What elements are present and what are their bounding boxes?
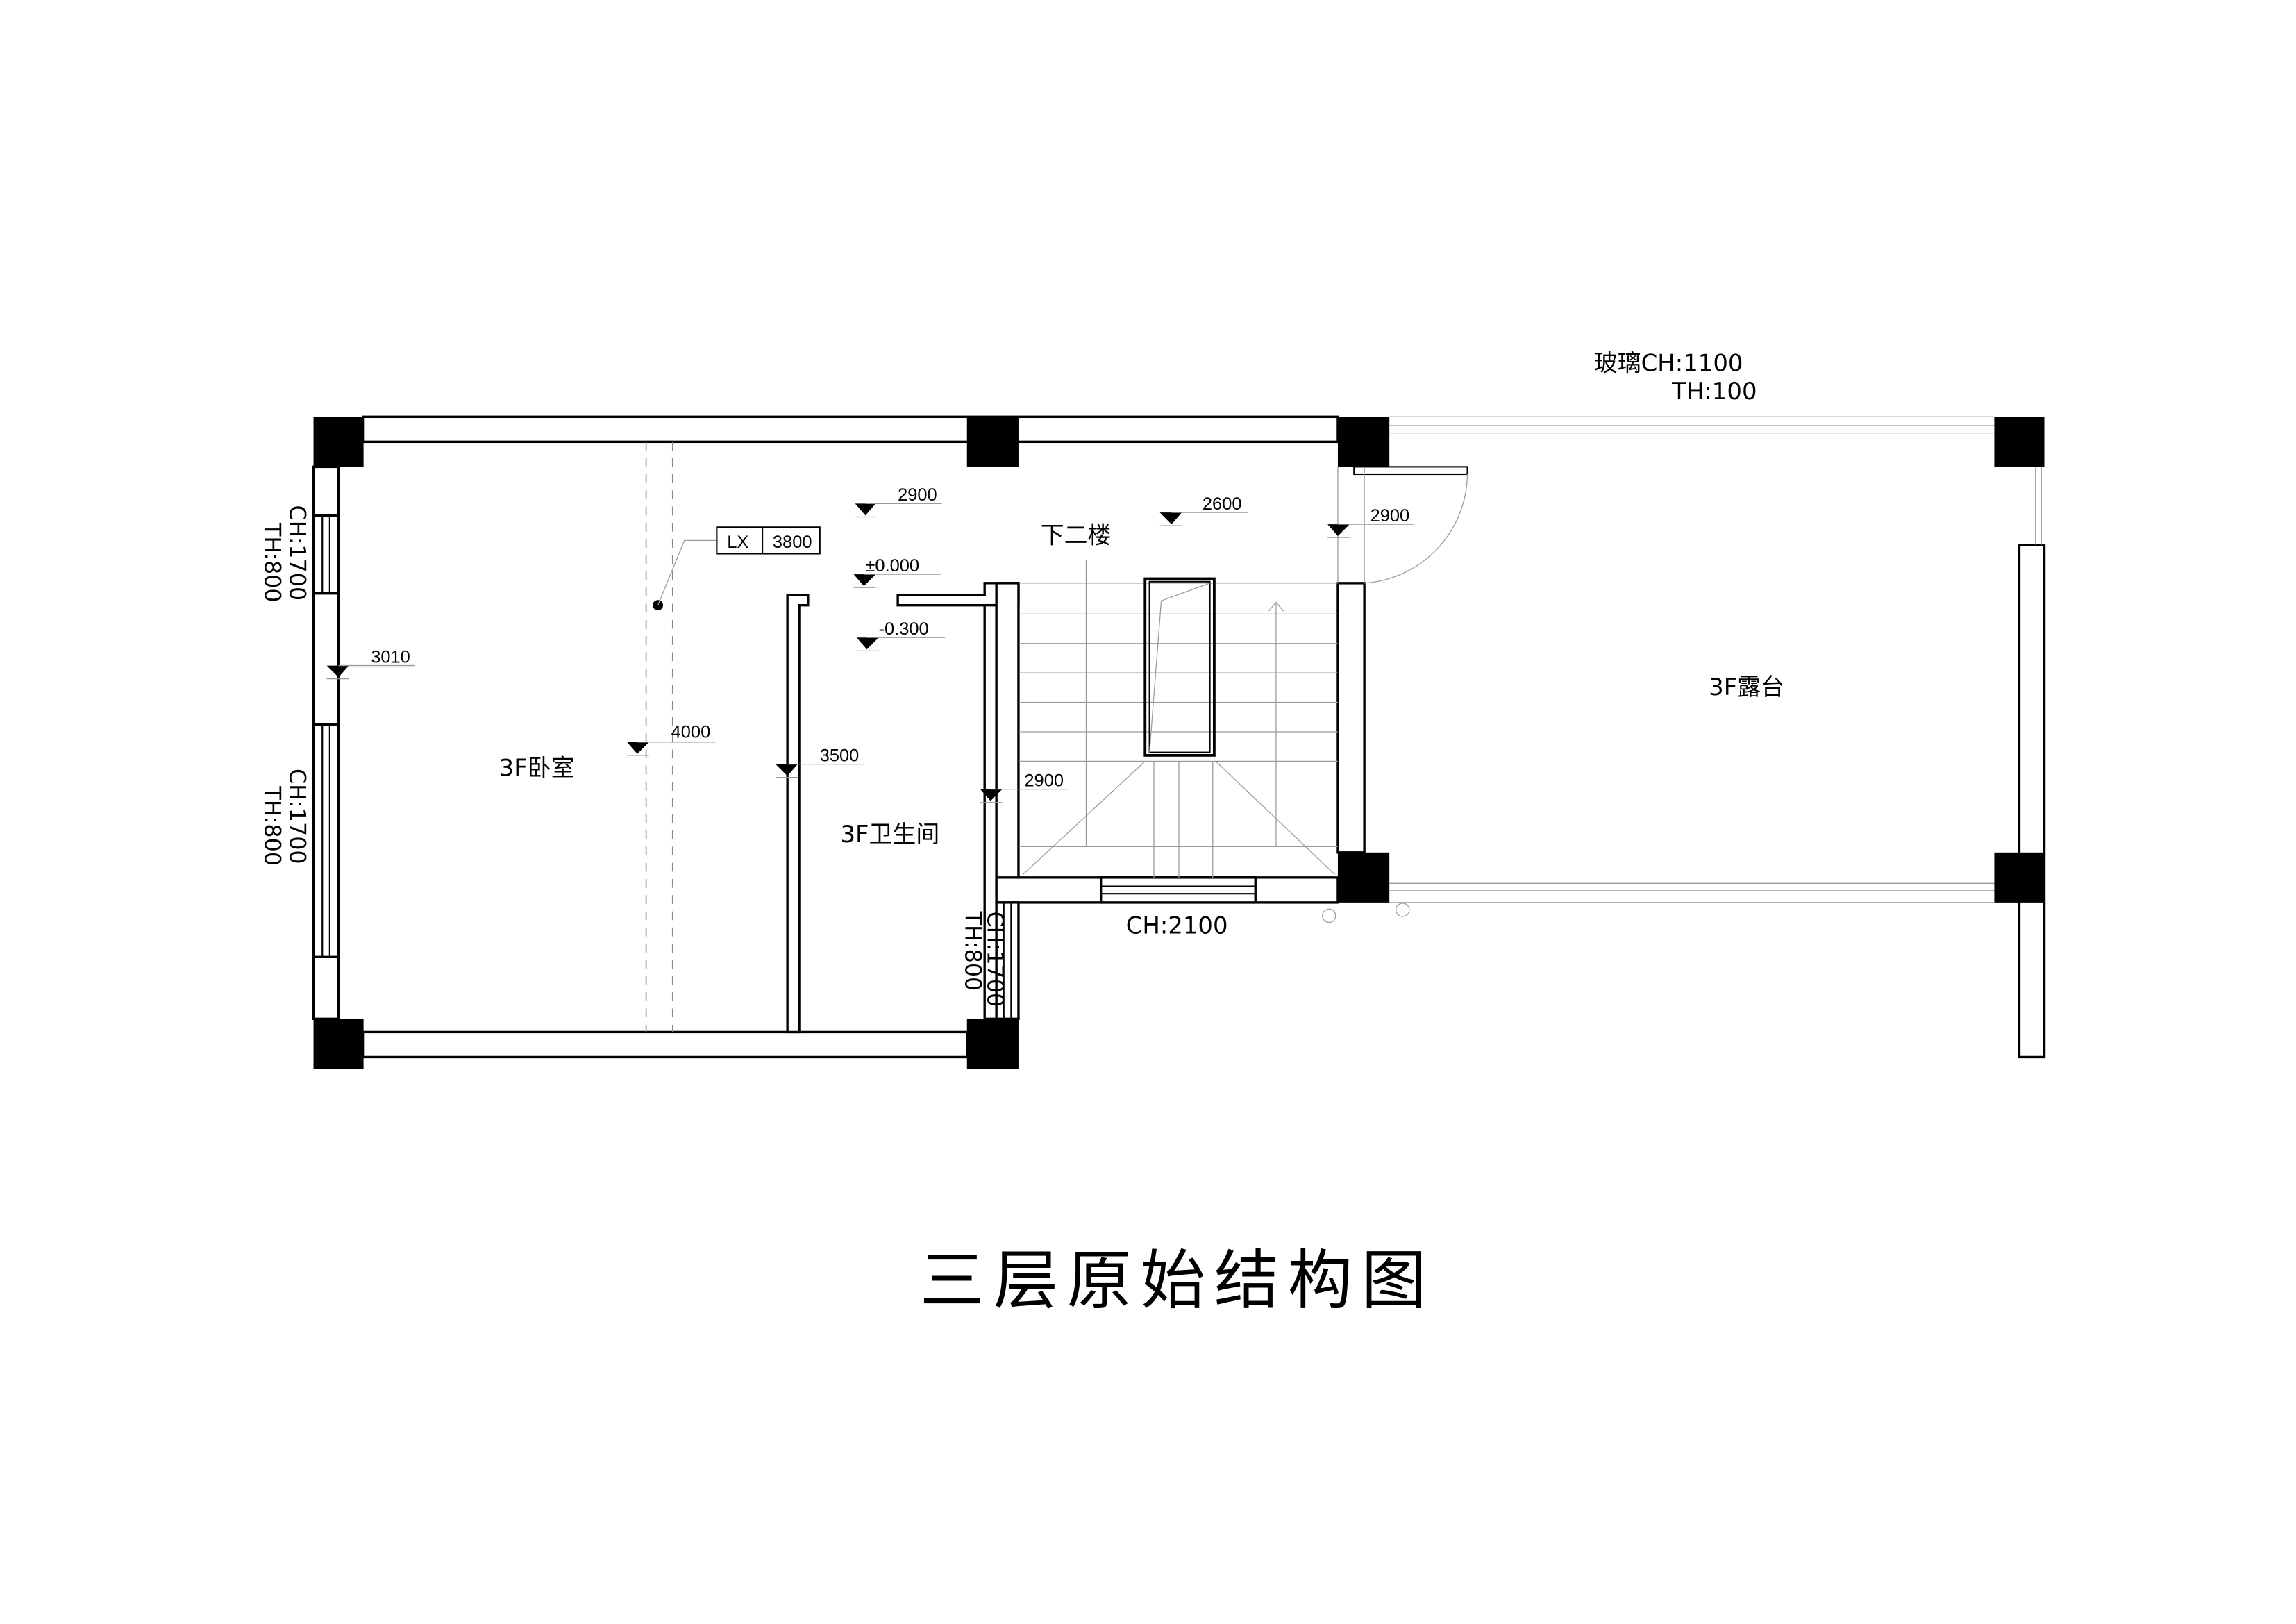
glass-railing (1322, 416, 2042, 923)
svg-text:TH:800: TH:800 (260, 522, 285, 603)
svg-text:4000: 4000 (671, 722, 711, 742)
drain-icon (1396, 903, 1410, 917)
elevation-marker: ±0.000 (853, 556, 941, 588)
elevation-marker: 4000 (627, 722, 716, 756)
room-label-terrace: 3F露台 (1709, 673, 1784, 701)
svg-text:CH:1700: CH:1700 (285, 769, 310, 864)
svg-text:LX: LX (727, 533, 748, 552)
svg-text:2900: 2900 (1024, 771, 1064, 790)
room-label-bedroom: 3F卧室 (499, 755, 575, 782)
drawing-title: 三层原始结构图 (920, 1242, 1435, 1318)
svg-text:2600: 2600 (1203, 494, 1242, 514)
svg-text:TH:800: TH:800 (260, 785, 285, 866)
svg-text:CH:1700: CH:1700 (285, 505, 310, 601)
staircase (1018, 559, 1338, 878)
elevation-marker: 2900 (1327, 506, 1415, 538)
room-label-bathroom: 3F卫生间 (840, 821, 939, 848)
elevation-marker: 3010 (326, 647, 415, 680)
columns (313, 417, 2045, 1069)
drain-icon (1322, 908, 1336, 923)
svg-text:3010: 3010 (371, 647, 410, 667)
glass-rail-annotation-line2: TH:100 (1671, 378, 1757, 405)
beam-lines (645, 442, 673, 1032)
svg-text:-0.300: -0.300 (879, 619, 929, 639)
elevation-marker: 2600 (1159, 494, 1248, 526)
elevation-marker: 2900 (980, 771, 1069, 803)
beam-tag: LX 3800 (653, 526, 821, 611)
stair-window (1099, 876, 1257, 904)
svg-text:2900: 2900 (1371, 506, 1410, 526)
svg-text:3500: 3500 (820, 746, 860, 765)
elevation-marker: -0.300 (856, 619, 945, 652)
window-annotation-stair: CH:2100 (1126, 912, 1228, 939)
svg-text:TH:800: TH:800 (960, 911, 986, 991)
elevation-marker: 3500 (776, 746, 864, 778)
bathroom-window (995, 901, 1020, 1021)
elevation-marker: 2900 (855, 485, 942, 518)
left-window-lower (312, 723, 340, 959)
svg-text:CH:1700: CH:1700 (982, 912, 1007, 1007)
window-annotation-left-lower: CH:1700 TH:800 (260, 769, 310, 866)
glass-rail-annotation-line1: 玻璃CH:1100 (1594, 350, 1743, 377)
svg-text:3800: 3800 (773, 533, 812, 552)
room-label-stair: 下二楼 (1041, 522, 1112, 549)
left-window-upper (312, 514, 340, 595)
svg-text:2900: 2900 (898, 485, 937, 505)
svg-text:±0.000: ±0.000 (865, 556, 919, 576)
window-annotation-bathroom: CH:1700 TH:800 (960, 911, 1008, 1007)
window-annotation-left-upper: CH:1700 TH:800 (260, 505, 310, 603)
